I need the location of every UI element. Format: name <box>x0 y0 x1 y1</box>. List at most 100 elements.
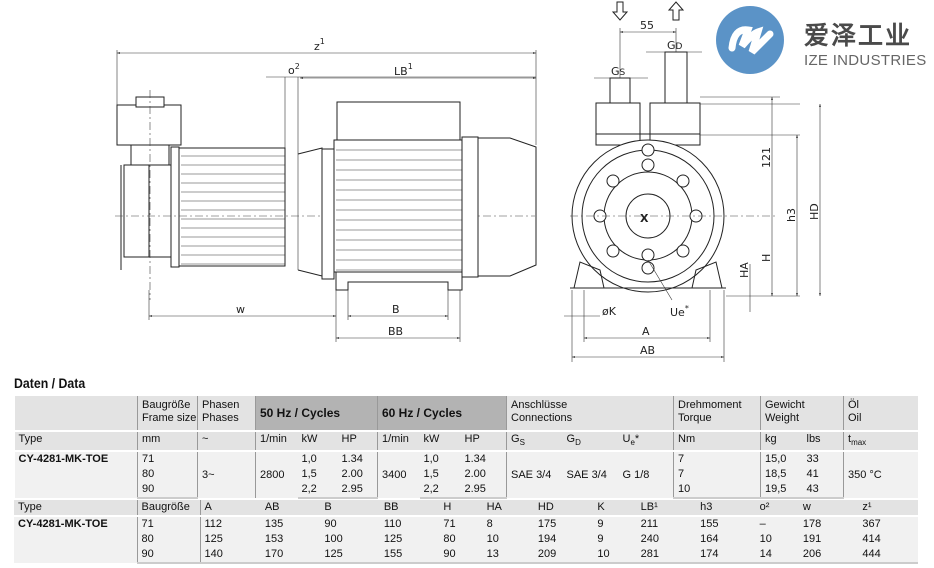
company-logo: 爱泽工业 IZE INDUSTRIES <box>712 4 934 76</box>
dim-z: z1 <box>314 37 325 53</box>
table-cell: 90 <box>439 547 483 564</box>
table-cell: 10 <box>593 547 637 564</box>
side-view-drawing: z1 o2 LB1 w <box>115 37 537 342</box>
bolt-icon <box>676 244 690 258</box>
table-cell: 155 <box>696 516 756 532</box>
table-cell: 164 <box>696 532 756 547</box>
table-cell: 444 <box>858 547 918 564</box>
front-view-drawing: 55 GD GS X 121 H h3 HD HA øK <box>564 1 821 362</box>
table-cell: 191 <box>798 532 859 547</box>
bolt-icon <box>606 244 620 258</box>
table-cell: 155 <box>379 547 440 564</box>
dim-w: w <box>236 303 245 316</box>
column-header: Baugröße <box>136 500 200 517</box>
table-cell: 71 <box>136 516 200 532</box>
table-cell: 90 <box>136 547 200 564</box>
table-cell: 174 <box>696 547 756 564</box>
table-cell: 10 <box>755 532 799 547</box>
dim-ha: HA <box>738 262 751 278</box>
table-cell: 80 <box>439 532 483 547</box>
logo-mark-icon <box>716 6 784 74</box>
table-cell: 281 <box>636 547 697 564</box>
table-cell: 209 <box>533 547 594 564</box>
bolt-icon <box>641 261 655 275</box>
column-header: BB <box>379 500 440 517</box>
column-header: A <box>199 500 261 517</box>
table-cell: – <box>755 516 799 532</box>
dim-bb: BB <box>388 325 403 338</box>
column-header: HD <box>533 500 594 517</box>
table-cell: 414 <box>858 532 918 547</box>
dim-hd: HD <box>808 203 821 220</box>
bolt-icon <box>676 174 690 188</box>
bolt-icon <box>641 158 655 172</box>
table-cell: 367 <box>858 516 918 532</box>
table-cell: 8 <box>482 516 534 532</box>
table-cell: 14 <box>755 547 799 564</box>
dim-b: B <box>392 303 400 316</box>
column-header: h3 <box>696 500 756 517</box>
table-cell: 175 <box>533 516 594 532</box>
column-header: AB <box>260 500 321 517</box>
logo-x-mark: X <box>640 212 649 225</box>
dim-121: 121 <box>760 147 773 168</box>
logo-english-text: IZE INDUSTRIES <box>804 52 927 69</box>
dim-gd: GD <box>667 39 683 52</box>
table-cell: 110 <box>379 516 440 532</box>
table-cell: 9 <box>593 516 637 532</box>
section-title: Daten / Data <box>14 375 86 391</box>
dim-a: A <box>642 325 650 338</box>
column-header: K <box>593 500 637 517</box>
table-cell: 125 <box>320 547 380 564</box>
dim-h3: h3 <box>785 208 798 222</box>
bolt-icon <box>641 248 655 262</box>
table-cell: 194 <box>533 532 594 547</box>
type-cell: CY-4281-MK-TOE <box>14 516 137 563</box>
table-cell: 240 <box>636 532 697 547</box>
table-cell: 153 <box>260 532 321 547</box>
table-cell: 10 <box>482 532 534 547</box>
table-cell: 170 <box>260 547 321 564</box>
table-cell: 140 <box>199 547 261 564</box>
table-cell: 71 <box>439 516 483 532</box>
dim-ue: Ue* <box>670 304 689 319</box>
dim-ab: AB <box>640 344 655 357</box>
table-cell: 125 <box>199 532 261 547</box>
column-header: B <box>320 500 380 517</box>
logo-chinese-text: 爱泽工业 <box>804 22 913 50</box>
table-cell: 100 <box>320 532 380 547</box>
column-header: o² <box>755 500 799 517</box>
dim-h: H <box>760 254 773 262</box>
dim-lb: LB1 <box>394 62 413 78</box>
table-cell: 125 <box>379 532 440 547</box>
suction-arrow-icon <box>611 1 629 21</box>
dim-gs: GS <box>611 65 626 78</box>
table-cell: 135 <box>260 516 321 532</box>
table-cell: 211 <box>636 516 697 532</box>
column-header: H <box>439 500 483 517</box>
column-header: HA <box>482 500 534 517</box>
table-cell: 9 <box>593 532 637 547</box>
table-cell: 90 <box>320 516 380 532</box>
column-header: Type <box>14 500 137 517</box>
bolt-icon <box>641 143 655 157</box>
dim-k: øK <box>602 305 617 318</box>
column-header: z¹ <box>858 500 918 517</box>
table-cell: 178 <box>798 516 859 532</box>
bolt-icon <box>606 174 620 188</box>
table-cell: 206 <box>798 547 859 564</box>
table-cell: 13 <box>482 547 534 564</box>
column-header: LB¹ <box>636 500 697 517</box>
